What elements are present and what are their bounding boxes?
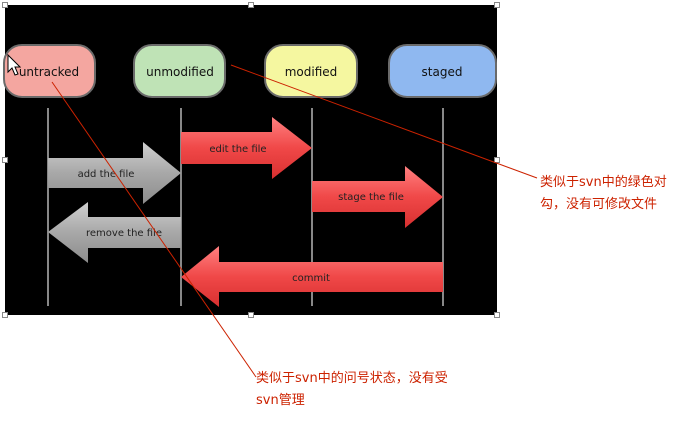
state-modified-label: modified	[285, 65, 338, 79]
arrow-remove-the-file	[48, 202, 181, 263]
state-unmodified-node	[133, 44, 226, 98]
resize-handle-bottom-center[interactable]	[248, 312, 254, 318]
state-staged-node	[388, 44, 497, 98]
state-modified-node	[264, 44, 358, 98]
annotation-question-mark-note: 类似于svn中的问号状态，没有受svn管理	[256, 371, 448, 408]
arrow-remove-the-file-label: remove the file	[86, 228, 162, 239]
arrow-edit-the-file-label: edit the file	[209, 144, 266, 155]
resize-handle-middle-left[interactable]	[2, 157, 8, 163]
arrow-edit-the-file	[181, 117, 312, 179]
state-staged-label: staged	[422, 65, 463, 79]
arrow-commit	[181, 246, 443, 307]
leader-line-unmodified-note	[230, 64, 538, 179]
resize-handle-top-center[interactable]	[248, 2, 254, 8]
state-unmodified-label: unmodified	[146, 65, 214, 79]
resize-handle-bottom-right[interactable]	[494, 312, 500, 318]
arrow-stage-the-file-label: stage the file	[338, 192, 404, 203]
resize-handle-top-left[interactable]	[2, 2, 8, 8]
annotation-green-check-note: 类似于svn中的绿色对勾，没有可修改文件	[540, 175, 667, 212]
state-untracked-label: untracked	[19, 65, 79, 79]
arrow-add-the-file-label: add the file	[78, 169, 135, 180]
leader-line-untracked-note	[51, 81, 257, 378]
resize-handle-top-right[interactable]	[494, 2, 500, 8]
resize-handle-bottom-left[interactable]	[2, 312, 8, 318]
state-untracked-node	[3, 44, 96, 98]
mouse-pointer-icon	[7, 54, 21, 76]
arrow-commit-label: commit	[292, 273, 330, 284]
resize-handle-middle-right[interactable]	[494, 157, 500, 163]
arrow-stage-the-file	[312, 166, 443, 228]
